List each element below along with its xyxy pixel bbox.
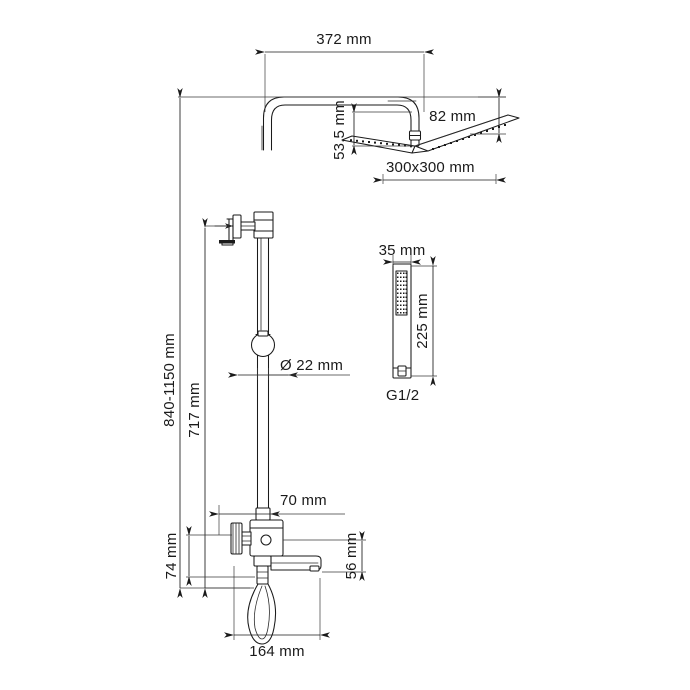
upper-wall-bracket [214, 211, 274, 246]
riser-tube [256, 212, 270, 509]
dim-label-handshower-length: 225 mm [414, 293, 431, 348]
dim-label-head-size: 300x300 mm [386, 159, 475, 176]
dim-label-base-width: 164 mm [249, 643, 304, 660]
dimension-riser-adjust-range: 840-1150 mm [161, 88, 254, 598]
dimension-head-offset-height: 82 mm [429, 88, 506, 143]
dimension-base-width: 164 mm [224, 566, 330, 660]
bath-spout [270, 555, 322, 572]
mixer-valve-body [230, 507, 284, 585]
dim-label-spout-height: 56 mm [343, 533, 360, 580]
dim-label-valve-offset-from-wall: 70 mm [280, 492, 327, 509]
handshower-slider-holder [250, 330, 276, 358]
handshower-detail-view [392, 263, 412, 379]
dimension-valve-offset-from-wall: 70 mm [209, 492, 345, 535]
shower-head-connector [408, 130, 422, 147]
dimension-riser-tube-diameter: Ø 22 mm [228, 357, 350, 380]
dimension-handshower-width: 35 mm [379, 242, 426, 266]
dimension-overhead-arm-reach: 372 mm [255, 31, 434, 112]
dim-label-overhead-arm-reach: 372 mm [316, 31, 371, 48]
dim-label-riser-height: 717 mm [186, 382, 203, 437]
dimension-spout-height: 56 mm [283, 531, 366, 581]
dim-label-riser-tube-diameter: Ø 22 mm [280, 357, 343, 374]
dim-label-head-offset-height: 82 mm [429, 108, 476, 125]
dim-label-handshower-thread: G1/2 [386, 387, 419, 404]
dimension-valve-height-from-base: 74 mm [163, 526, 255, 586]
dimension-head-size: 300x300 mm [373, 159, 506, 184]
dim-label-head-drop: 53.5 mm [331, 100, 348, 160]
label-handshower-thread: G1/2 [386, 387, 419, 404]
dim-label-handshower-width: 35 mm [379, 242, 426, 259]
dimension-head-drop: 53.5 mm [331, 100, 418, 160]
dimension-handshower-length: 225 mm [411, 256, 437, 386]
dim-label-valve-height-from-base: 74 mm [163, 533, 180, 580]
dim-label-riser-adjust-range: 840-1150 mm [161, 333, 178, 427]
dimension-riser-height: 717 mm [186, 218, 250, 598]
flexible-hose [247, 583, 277, 645]
